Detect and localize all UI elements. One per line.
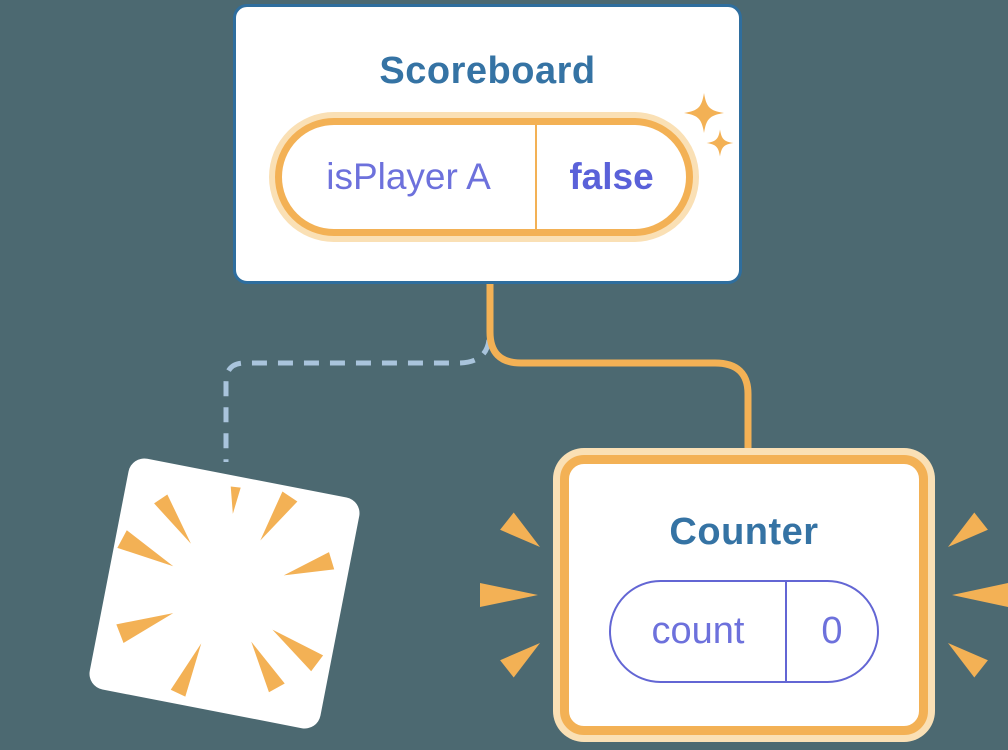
counter-component-card: Counter count 0	[560, 455, 928, 735]
solid-connector	[486, 278, 752, 458]
scoreboard-state-pill: isPlayer A false	[275, 118, 693, 236]
state-key-label: isPlayer A	[326, 156, 491, 197]
counter-state-pill: count 0	[609, 580, 879, 683]
scoreboard-title: Scoreboard	[379, 50, 596, 92]
pill-divider	[535, 125, 537, 229]
burst-icon	[272, 629, 324, 672]
emphasis-wedge-icon	[948, 512, 988, 547]
state-value-label: false	[569, 156, 654, 197]
state-value-label: 0	[821, 610, 843, 652]
counter-title: Counter	[669, 511, 819, 553]
emphasis-wedge-icon	[952, 583, 1008, 607]
emphasis-wedge-icon	[480, 583, 538, 607]
burst-icon	[230, 486, 241, 514]
burst-icon	[251, 641, 285, 693]
burst-icon	[170, 643, 202, 697]
dashed-connector	[223, 339, 492, 462]
burst-icon	[260, 491, 298, 541]
scoreboard-component-card: Scoreboard isPlayer A false	[233, 4, 742, 284]
burst-icon	[117, 530, 174, 567]
burst-icon	[283, 552, 335, 576]
burst-icon	[116, 613, 174, 643]
emphasis-wedge-icon	[500, 643, 540, 678]
burst-icon	[116, 486, 335, 697]
state-key-label: count	[651, 610, 745, 652]
pill-divider	[785, 582, 787, 681]
destroyed-component-card	[86, 455, 363, 732]
burst-icon	[154, 494, 191, 544]
emphasis-wedge-icon	[500, 512, 540, 547]
emphasis-wedge-icon	[948, 643, 988, 678]
